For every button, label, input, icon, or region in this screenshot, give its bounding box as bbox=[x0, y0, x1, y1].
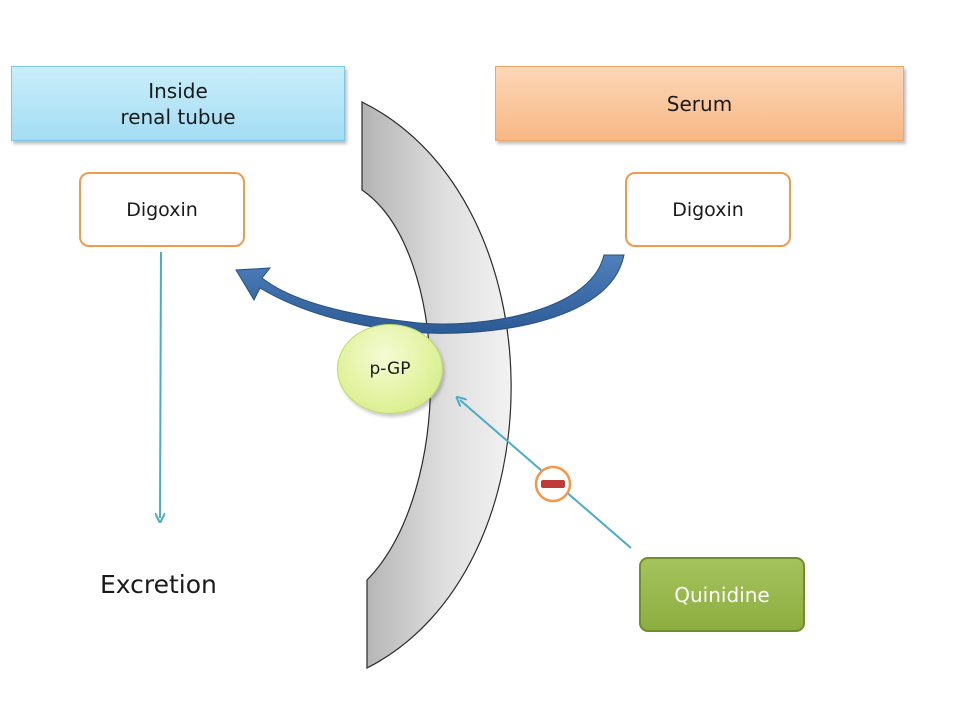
digoxin-serum-box: Digoxin bbox=[625, 172, 791, 247]
pgp-transporter: p-GP bbox=[337, 324, 443, 414]
inside-label-line1: Inside bbox=[148, 78, 208, 103]
digoxin-inside-label: Digoxin bbox=[126, 198, 198, 221]
digoxin-serum-label: Digoxin bbox=[672, 198, 744, 221]
inside-label-line2: renal tubue bbox=[120, 104, 236, 129]
serum-header: Serum bbox=[495, 66, 904, 141]
transport-arrow bbox=[235, 254, 625, 334]
pgp-label: p-GP bbox=[369, 359, 411, 379]
excretion-label: Excretion bbox=[100, 570, 217, 599]
excretion-arrow bbox=[160, 251, 161, 518]
digoxin-inside-box: Digoxin bbox=[79, 172, 245, 247]
quinidine-label: Quinidine bbox=[674, 582, 770, 607]
quinidine-box: Quinidine bbox=[639, 557, 805, 632]
minus-circle-icon bbox=[534, 465, 572, 503]
serum-label: Serum bbox=[666, 91, 733, 116]
inside-renal-tubule-header: Inside renal tubue bbox=[11, 66, 345, 141]
